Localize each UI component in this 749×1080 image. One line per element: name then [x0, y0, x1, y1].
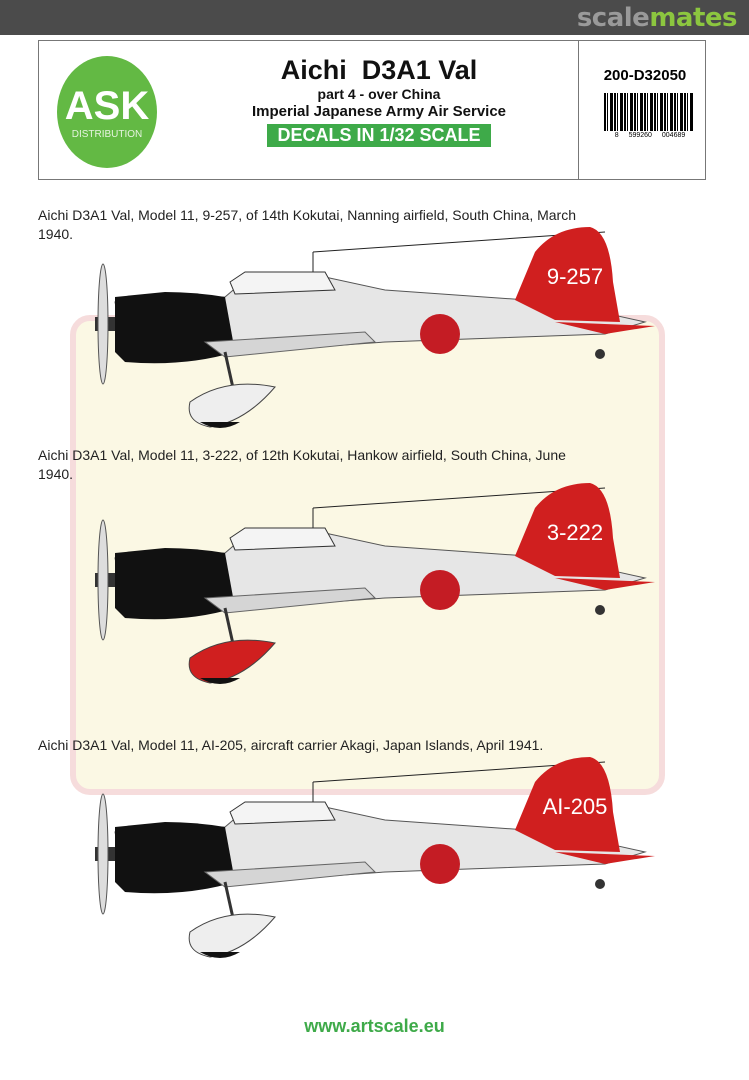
- propeller: [97, 793, 109, 915]
- tail-fin: [515, 757, 620, 852]
- engine-cowling: [115, 292, 235, 364]
- title-block: Aichi D3A1 Val part 4 - over China Imper…: [189, 55, 569, 147]
- barcode: [604, 93, 694, 131]
- wheel: [200, 678, 240, 684]
- hinomaru: [420, 844, 460, 884]
- ask-logo: ASK DISTRIBUTION: [57, 56, 157, 168]
- tail-wheel: [595, 879, 605, 889]
- wheel: [200, 422, 240, 428]
- wing: [203, 331, 377, 358]
- product-code: 200-D32050: [603, 67, 687, 84]
- product-subtitle: part 4 - over China: [317, 86, 441, 102]
- canopy: [229, 271, 336, 295]
- profile-caption-3: Aichi D3A1 Val, Model 11, AI-205, aircra…: [38, 737, 544, 753]
- profile-caption-2: Aichi D3A1 Val, Model 11, 3-222, of 12th…: [38, 447, 566, 482]
- tail-code: 9-257: [547, 264, 603, 289]
- tail-fin: [515, 227, 620, 322]
- tail-wheel: [595, 605, 605, 615]
- profile-caption-1: Aichi D3A1 Val, Model 11, 9-257, of 14th…: [38, 207, 577, 242]
- wheel-pant: [188, 383, 276, 428]
- divider: [578, 41, 579, 179]
- tail-plane: [555, 852, 655, 864]
- canopy: [229, 801, 336, 825]
- service-name: Imperial Japanese Army Air Service: [251, 103, 507, 120]
- wheel: [200, 952, 240, 958]
- engine-cowling: [115, 822, 235, 894]
- aircraft-profile-3: AI-205: [85, 752, 665, 977]
- product-title: Aichi D3A1 Val: [280, 55, 478, 85]
- scale-banner: DECALS IN 1/32 SCALE: [267, 124, 491, 147]
- tail-plane: [555, 578, 655, 590]
- aircraft-profile-1: 9-257: [85, 222, 665, 447]
- header-box: ASK DISTRIBUTION Aichi D3A1 Val part 4 -…: [38, 40, 706, 180]
- propeller: [97, 263, 109, 385]
- wheel-pant: [188, 913, 276, 958]
- website-link[interactable]: www.artscale.eu: [304, 1016, 445, 1036]
- hinomaru: [420, 570, 460, 610]
- wheel-pant: [188, 639, 276, 684]
- tail-code: AI-205: [543, 794, 608, 819]
- tail-wheel: [595, 349, 605, 359]
- wing: [203, 587, 377, 614]
- tail-plane: [555, 322, 655, 334]
- aircraft-profile-2: 3-222: [85, 478, 665, 703]
- scalemates-logo[interactable]: scalemates: [576, 3, 738, 33]
- top-bar: scalemates: [0, 0, 749, 35]
- tail-code: 3-222: [547, 520, 603, 545]
- barcode-digits: 8 599260 004689: [614, 132, 686, 139]
- engine-cowling: [115, 548, 235, 620]
- propeller: [97, 519, 109, 641]
- wing: [203, 861, 377, 888]
- hinomaru: [420, 314, 460, 354]
- tail-fin: [515, 483, 620, 578]
- canopy: [229, 527, 336, 551]
